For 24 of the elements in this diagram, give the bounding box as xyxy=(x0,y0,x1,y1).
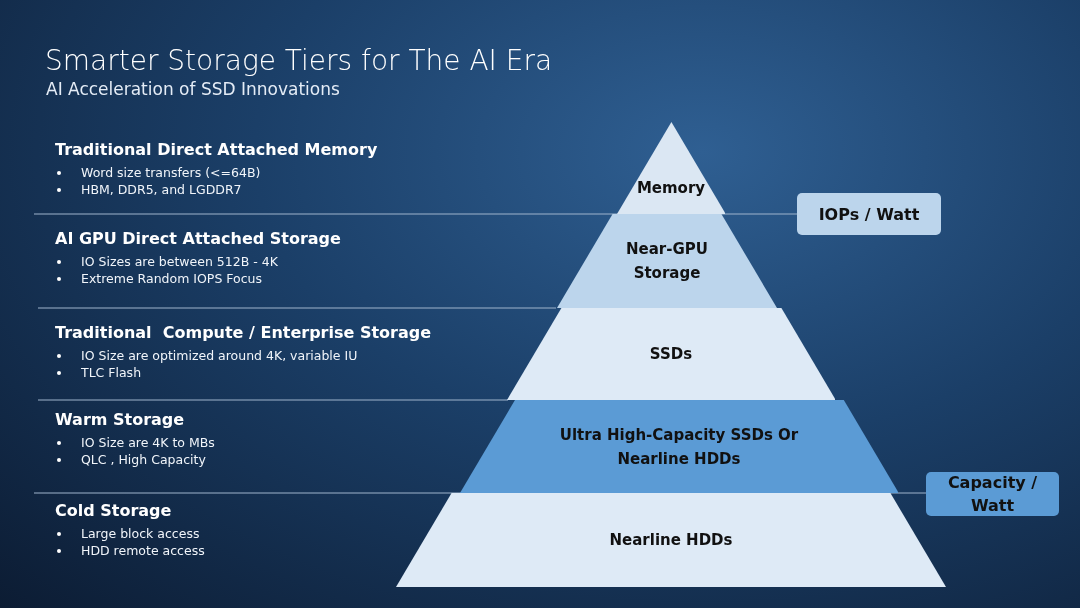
tier-label: Memory xyxy=(636,178,706,200)
section-heading: Traditional Direct Attached Memory xyxy=(55,140,378,159)
section-heading: Cold Storage xyxy=(55,501,172,520)
bullet-text: Word size transfers (<=64B) xyxy=(81,165,261,180)
tier-label: Near-GPU Storage xyxy=(625,239,709,284)
section-heading: Traditional Compute / Enterprise Storage xyxy=(55,323,432,342)
metric-box: Capacity / Watt xyxy=(926,472,1059,516)
bullet-text: HBM, DDR5, and LGDDR7 xyxy=(81,182,242,197)
section-heading: AI GPU Direct Attached Storage xyxy=(55,229,341,248)
subtitle: AI Acceleration of SSD Innovations xyxy=(46,79,340,99)
bullet-text: Large block access xyxy=(81,526,200,541)
bullet-text: IO Size are 4K to MBs xyxy=(81,435,215,450)
metric-box: IOPs / Watt xyxy=(797,193,941,235)
bullet-text: TLC Flash xyxy=(81,365,142,380)
bullet-text: QLC , High Capacity xyxy=(81,452,206,467)
tier-label: Ultra High-Capacity SSDs Or Nearline HDDs xyxy=(558,424,800,470)
bullet-text: Extreme Random IOPS Focus xyxy=(81,271,262,286)
bullet-text: HDD remote access xyxy=(81,543,205,558)
bullet-text: IO Size are optimized around 4K, variable IU xyxy=(81,348,358,363)
bullet-text: IO Sizes are between 512B - 4K xyxy=(81,254,278,269)
tier-label: SSDs xyxy=(649,344,693,365)
section-heading: Warm Storage xyxy=(55,410,185,429)
slide-title: Smarter Storage Tiers for The AI Era xyxy=(45,44,553,77)
tier-label: Nearline HDDs xyxy=(609,530,733,551)
